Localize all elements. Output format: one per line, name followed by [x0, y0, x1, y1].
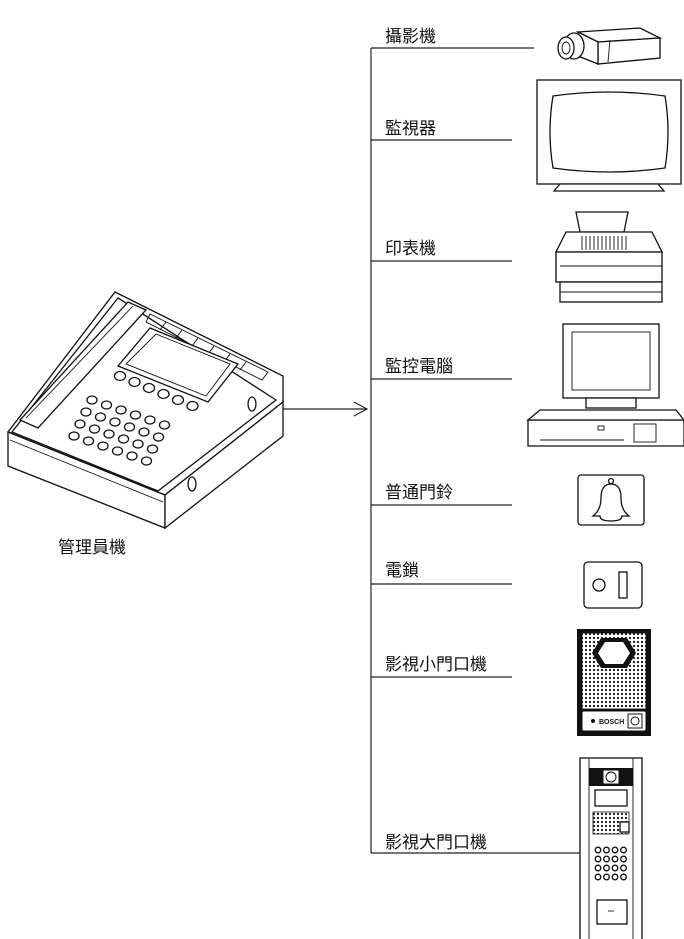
branch-large-door-station: 影視大門口機 — [371, 833, 580, 854]
branch-camera: 攝影機 — [371, 27, 534, 49]
console-key — [97, 441, 109, 451]
console-key — [146, 444, 159, 454]
door-station-key — [611, 846, 619, 854]
console-function-key — [157, 388, 170, 400]
console-key — [152, 432, 165, 442]
console-key — [123, 422, 136, 432]
door-station-key — [594, 846, 602, 854]
console-key — [86, 395, 98, 405]
door-station-key — [620, 855, 627, 863]
large-door-station-illustration — [579, 757, 643, 939]
device-label-monitor: 監視器 — [385, 119, 436, 139]
console-key — [74, 419, 86, 429]
door-station-key — [611, 873, 619, 881]
door-station-key — [611, 855, 619, 863]
console-illustration — [6, 291, 284, 530]
device-label-printer: 印表機 — [385, 239, 436, 259]
console-key — [117, 434, 130, 444]
console-key — [80, 407, 92, 417]
door-station-key — [620, 846, 627, 854]
door-station-key — [603, 873, 610, 881]
console-key — [158, 420, 171, 430]
console-key — [68, 431, 80, 441]
device-label-lock: 電鎖 — [385, 561, 419, 581]
door-station-key — [603, 864, 610, 872]
branch-doorbell: 普通門鈴 — [371, 483, 512, 506]
console-key — [138, 427, 150, 437]
brand-logo-text: BOSCH — [599, 719, 624, 726]
printer-illustration — [554, 211, 664, 303]
console-key — [109, 417, 121, 427]
doorbell-illustration — [577, 474, 645, 526]
device-label-doorbell: 普通門鈴 — [385, 483, 453, 503]
branch-lock: 電鎖 — [371, 561, 512, 585]
branch-printer: 印表機 — [371, 239, 512, 262]
device-label-large-door-station: 影視大門口機 — [385, 833, 487, 853]
monitor-illustration — [536, 79, 682, 192]
small-door-station-illustration: BOSCH — [577, 629, 651, 736]
console-keypad — [68, 370, 199, 466]
pc-illustration — [526, 323, 684, 447]
console-key — [126, 451, 138, 461]
device-label-small-door-station: 影視小門口機 — [385, 655, 487, 675]
branch-pc: 監控電腦 — [371, 357, 512, 380]
device-label-pc: 監控電腦 — [385, 357, 453, 377]
door-station-key — [603, 846, 610, 854]
console-key — [88, 424, 101, 434]
console-key — [115, 405, 127, 415]
device-label-camera: 攝影機 — [385, 27, 436, 47]
door-station-key — [603, 855, 610, 863]
door-station-key — [620, 864, 627, 872]
console-key — [103, 429, 115, 439]
door-station-key — [594, 873, 602, 881]
console-key — [140, 456, 153, 466]
door-station-key — [620, 873, 627, 881]
door-station-key — [594, 855, 602, 863]
console-function-key — [171, 394, 185, 406]
door-station-keypad — [594, 846, 627, 881]
branch-monitor: 監視器 — [371, 119, 512, 141]
branch-small-door-station: 影視小門口機 — [371, 655, 512, 678]
console-function-key — [186, 400, 199, 412]
door-station-key — [594, 864, 602, 872]
console-function-key — [113, 370, 127, 382]
console-key — [129, 410, 142, 420]
console-key — [144, 415, 156, 425]
console-key — [132, 439, 144, 449]
connection-arrow — [283, 401, 369, 417]
console-key — [100, 400, 113, 410]
console-key — [82, 436, 95, 446]
console-function-key — [128, 376, 141, 388]
console-label: 管理員機 — [58, 538, 126, 558]
camera-illustration — [557, 27, 663, 65]
door-station-key — [611, 864, 619, 872]
console-key — [94, 412, 107, 422]
lock-illustration — [583, 561, 643, 609]
console-function-key — [142, 382, 156, 394]
console-key — [111, 446, 124, 456]
